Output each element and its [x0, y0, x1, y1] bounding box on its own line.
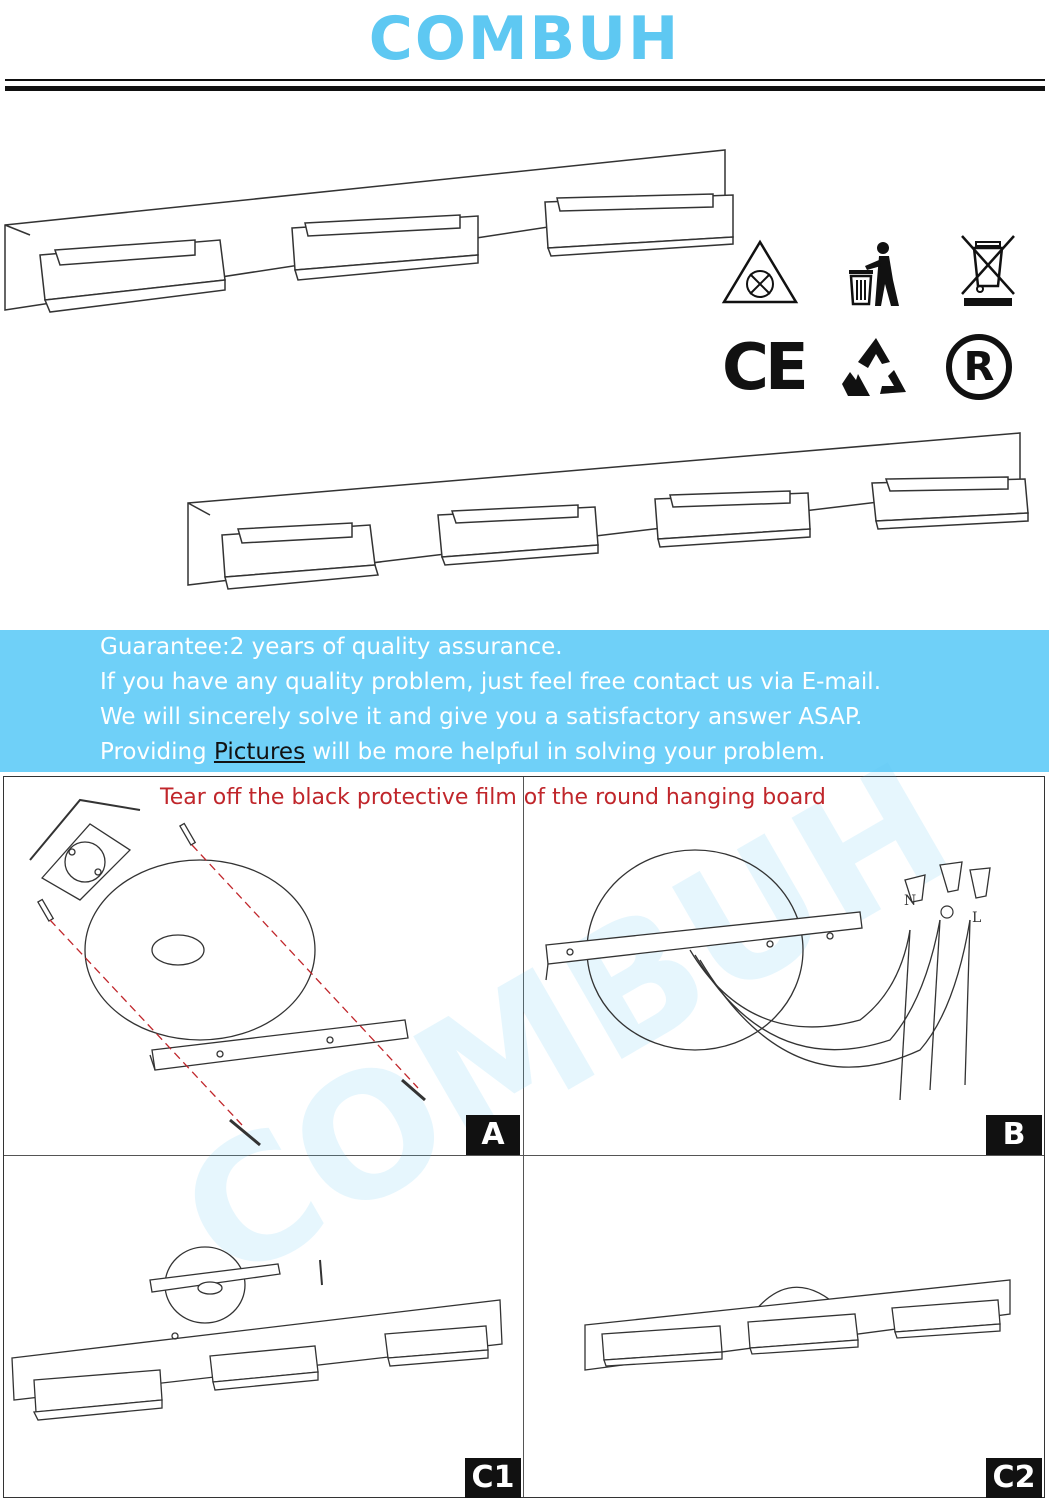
registered-mark-icon: R [946, 334, 1012, 400]
guarantee-line-2: If you have any quality problem, just fe… [100, 669, 882, 695]
step-label-c2: C2 [986, 1458, 1042, 1498]
header-rule-thin [5, 79, 1045, 81]
step-label-a: A [466, 1115, 520, 1155]
guarantee-banner: Guarantee:2 years of quality assurance. … [0, 630, 1049, 772]
brand-header: COMBUH [0, 0, 1049, 78]
ground-symbol-icon [940, 905, 954, 919]
header-rule-thick [5, 86, 1045, 91]
installation-steps-grid [3, 776, 1045, 1498]
guarantee-line-4-prefix: Providing [100, 739, 214, 765]
trash-person-icon [849, 242, 899, 306]
step-label-c1: C1 [465, 1458, 521, 1498]
guarantee-line-4: Providing Pictures will be more helpful … [100, 739, 825, 765]
grid-divider-vertical [523, 777, 524, 1497]
triangle-warning-icon [721, 239, 799, 304]
guarantee-line-3: We will sincerely solve it and give you … [100, 704, 863, 730]
step-label-b: B [986, 1115, 1042, 1155]
brand-logo: COMBUH [368, 4, 681, 74]
wire-label-n: N [904, 893, 916, 909]
ce-mark-icon: CE [722, 331, 809, 405]
recycle-icon [842, 338, 906, 396]
product-drawing-4-light [187, 432, 1029, 590]
step-a-illustration [29, 798, 426, 1147]
instruction-note: Tear off the black protective film of th… [160, 785, 826, 810]
pictures-link[interactable]: Pictures [213, 739, 306, 765]
guarantee-line-1: Guarantee:2 years of quality assurance. [100, 634, 563, 660]
grid-divider-horizontal [4, 1155, 1044, 1156]
crossed-bin-weee-icon [961, 235, 1015, 306]
wire-label-l: L [972, 910, 981, 926]
step-c1-illustration [11, 1246, 503, 1421]
product-drawing-3-light [4, 149, 734, 313]
guarantee-line-4-suffix: will be more helpful in solving your pro… [305, 739, 826, 765]
step-c2-illustration [584, 1279, 1011, 1371]
step-b-illustration: N L [545, 849, 991, 1101]
